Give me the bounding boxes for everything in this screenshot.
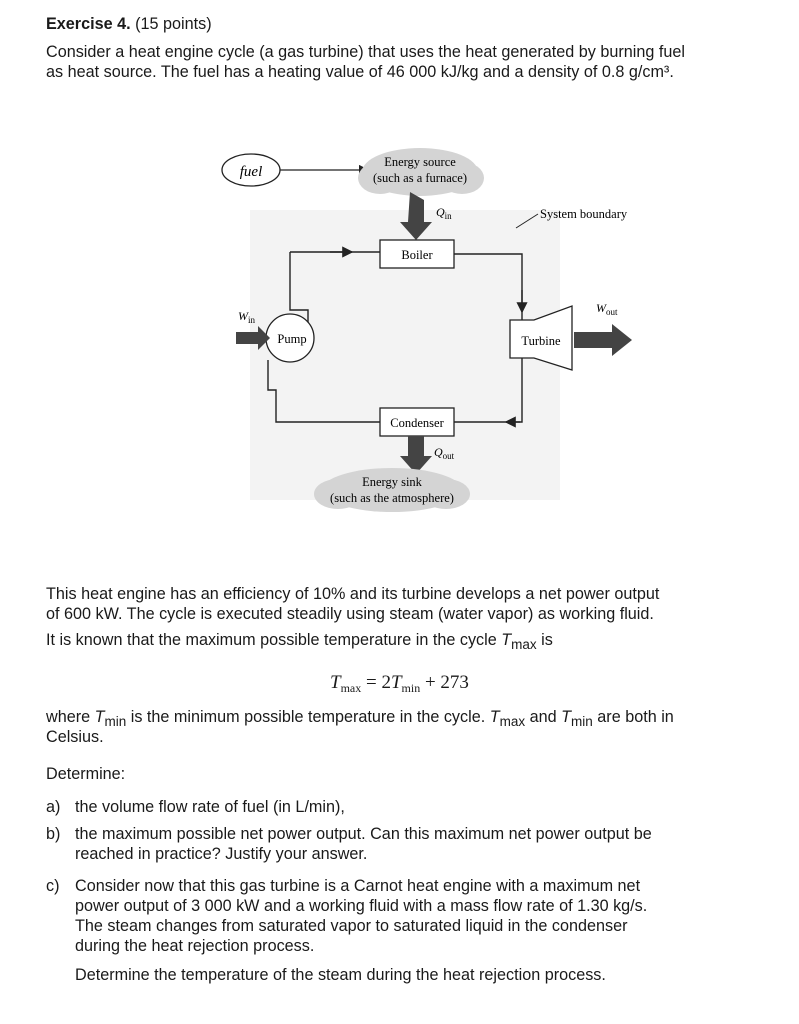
q-out-arrow	[400, 436, 432, 474]
para1-line3: It is known that the maximum possible te…	[46, 631, 553, 653]
energy-sink-cloud	[314, 468, 470, 512]
turbine-label: Turbine	[521, 334, 561, 348]
energy-source-line1: Energy source	[384, 155, 456, 169]
w-out-arrow	[574, 324, 632, 356]
para1-line2: of 600 kW. The cycle is executed steadil…	[46, 605, 654, 623]
para2-line1: where Tmin is the minimum possible tempe…	[46, 708, 674, 730]
turbine-shape	[509, 305, 573, 371]
para1-line1: This heat engine has an efficiency of 10…	[46, 585, 660, 603]
q-out-label: Qout	[434, 445, 455, 461]
para2-line2: Celsius.	[46, 728, 104, 746]
condenser-label: Condenser	[390, 416, 444, 430]
final-instruction: Determine the temperature of the steam d…	[75, 966, 606, 984]
determine-label: Determine:	[46, 765, 126, 783]
energy-source-cloud	[358, 148, 484, 196]
w-in-label: Win	[238, 309, 256, 325]
fuel-label: fuel	[240, 164, 263, 180]
intro-line-2: as heat source. The fuel has a heating v…	[46, 63, 674, 81]
exercise-points: (15 points)	[135, 15, 212, 33]
exercise-title: Exercise 4.	[46, 15, 131, 33]
cycle-piping	[267, 251, 523, 423]
w-in-arrow	[236, 326, 270, 350]
boiler-box	[379, 239, 455, 269]
heat-engine-diagram: fuel Energy source (such as a furnace) Q…	[221, 148, 632, 512]
pump-label: Pump	[277, 332, 306, 346]
intro-line-1: Consider a heat engine cycle (a gas turb…	[46, 43, 685, 61]
energy-sink-line2: (such as the atmosphere)	[330, 491, 454, 505]
q-in-arrow	[400, 192, 432, 240]
boiler-label: Boiler	[401, 248, 433, 262]
w-out-label: Wout	[596, 301, 618, 317]
exercise-heading: Exercise 4. (15 points)	[46, 14, 766, 34]
temperature-equation: Tmax = 2Tmin + 273	[330, 672, 469, 695]
energy-source-line2: (such as a furnace)	[373, 171, 467, 185]
tmax-symbol: T	[501, 631, 512, 649]
q-in-label: Qin	[436, 205, 452, 221]
energy-sink-line1: Energy sink	[362, 475, 423, 489]
system-boundary-label: System boundary	[540, 207, 628, 221]
system-boundary-pointer	[515, 213, 539, 229]
